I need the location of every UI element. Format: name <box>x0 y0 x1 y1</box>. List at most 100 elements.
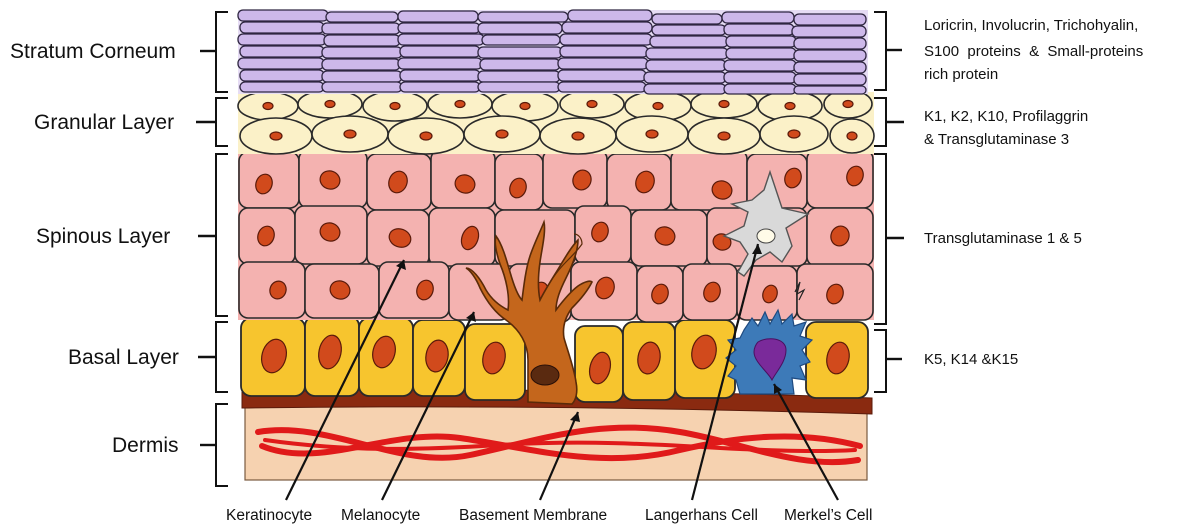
corneocyte <box>558 82 646 92</box>
granular-right-bracket <box>874 98 886 146</box>
melanocyte-label: Melanocyte <box>341 507 420 524</box>
corneum-left-bracket <box>216 12 228 92</box>
corneocyte <box>794 86 866 94</box>
corneocyte <box>478 71 560 82</box>
corneocyte <box>794 50 866 61</box>
corneocyte <box>724 60 796 71</box>
right-brackets <box>874 12 904 392</box>
corneocyte <box>646 48 728 59</box>
corneocyte <box>322 23 400 34</box>
corneocyte <box>794 14 866 25</box>
spinous-left-bracket <box>216 154 228 316</box>
protein-labels: Loricrin, Involucrin, Trichohyalin, S100… <box>924 17 1143 368</box>
spinous-cell <box>671 150 747 210</box>
spinous-protein-line-1: Transglutaminase 1 & 5 <box>924 230 1082 247</box>
basal-left-bracket <box>216 322 228 392</box>
stratum-corneum-label: Stratum Corneum <box>10 40 176 63</box>
corneocyte <box>726 36 796 47</box>
corneocyte <box>652 14 722 24</box>
nucleus <box>572 132 584 140</box>
corneocyte <box>562 22 652 33</box>
nucleus <box>847 132 857 140</box>
nucleus <box>344 130 356 138</box>
nucleus <box>390 103 400 110</box>
melanocyte-nucleus <box>531 365 559 385</box>
corneocyte <box>478 12 568 22</box>
merkel-cell <box>726 310 812 394</box>
basement-membrane-label: Basement Membrane <box>459 507 607 524</box>
corneum-right-bracket <box>874 12 886 90</box>
corneocyte <box>478 47 562 58</box>
langerhans-cell-label: Langerhans Cell <box>645 507 758 524</box>
nucleus <box>496 130 508 138</box>
corneocyte <box>240 22 324 33</box>
nucleus <box>587 101 597 108</box>
corneocyte <box>794 74 866 85</box>
corneocyte <box>652 25 726 35</box>
corneocyte <box>724 72 796 83</box>
corneocyte <box>400 70 480 81</box>
spinous-layer-label: Spinous Layer <box>36 225 170 248</box>
layer-labels: Stratum Corneum Granular Layer Spinous L… <box>10 40 179 457</box>
corneocyte <box>398 11 478 22</box>
nucleus <box>653 103 663 110</box>
merkel-cell-label: Merkel’s Cell <box>784 507 872 524</box>
nucleus <box>263 103 273 110</box>
granular-protein-line-2: & Transglutaminase 3 <box>924 131 1069 148</box>
corneocyte <box>398 34 484 45</box>
spinous-cell <box>807 150 873 208</box>
corneocyte <box>724 84 796 94</box>
nucleus <box>718 132 730 140</box>
corneocyte <box>794 38 866 49</box>
corneum-protein-line-1: Loricrin, Involucrin, Trichohyalin, <box>924 17 1138 34</box>
corneocyte <box>558 70 646 81</box>
corneocyte <box>560 46 648 57</box>
nucleus <box>646 130 658 138</box>
nucleus <box>785 103 795 110</box>
nucleus <box>719 101 729 108</box>
corneocyte <box>238 58 324 69</box>
corneocyte <box>478 82 560 92</box>
corneocyte <box>480 59 560 70</box>
corneocyte <box>322 59 400 70</box>
corneocyte <box>482 35 560 45</box>
corneocyte <box>560 34 652 45</box>
left-brackets <box>196 12 228 486</box>
corneocyte <box>792 26 866 37</box>
corneum-protein-line-2: S100 proteins & Small-proteins <box>924 43 1143 60</box>
nucleus <box>788 130 800 138</box>
corneocyte <box>478 23 562 34</box>
dermis-label: Dermis <box>112 434 179 457</box>
corneocyte <box>238 10 328 21</box>
corneocyte-sheets <box>238 10 866 94</box>
corneocyte <box>322 82 402 92</box>
corneocyte <box>722 12 794 23</box>
corneocyte <box>644 72 726 83</box>
corneocyte <box>324 35 400 46</box>
corneocyte <box>400 82 480 92</box>
nucleus <box>420 132 432 140</box>
granular-left-bracket <box>216 98 228 146</box>
corneocyte <box>240 70 324 81</box>
granular-protein-line-1: K1, K2, K10, Profilaggrin <box>924 108 1088 125</box>
corneocyte <box>726 48 796 59</box>
nucleus <box>520 103 530 110</box>
basal-protein-line-1: K5, K14 &K15 <box>924 351 1018 368</box>
corneocyte <box>650 36 728 47</box>
dermis <box>245 404 867 480</box>
corneocyte <box>646 60 726 71</box>
nucleus <box>843 101 853 108</box>
granular-layer-label: Granular Layer <box>34 111 174 134</box>
corneocyte <box>644 84 726 94</box>
granular-layer <box>238 90 874 154</box>
corneocyte <box>238 34 326 45</box>
corneocyte <box>322 71 402 82</box>
keratinocyte-label: Keratinocyte <box>226 507 312 524</box>
nucleus <box>325 101 335 108</box>
cell-labels: Keratinocyte Melanocyte Basement Membran… <box>226 507 872 524</box>
corneocyte <box>568 10 652 21</box>
corneocyte <box>240 82 324 92</box>
langerhans-nucleus <box>757 229 775 243</box>
nucleus <box>455 101 465 108</box>
